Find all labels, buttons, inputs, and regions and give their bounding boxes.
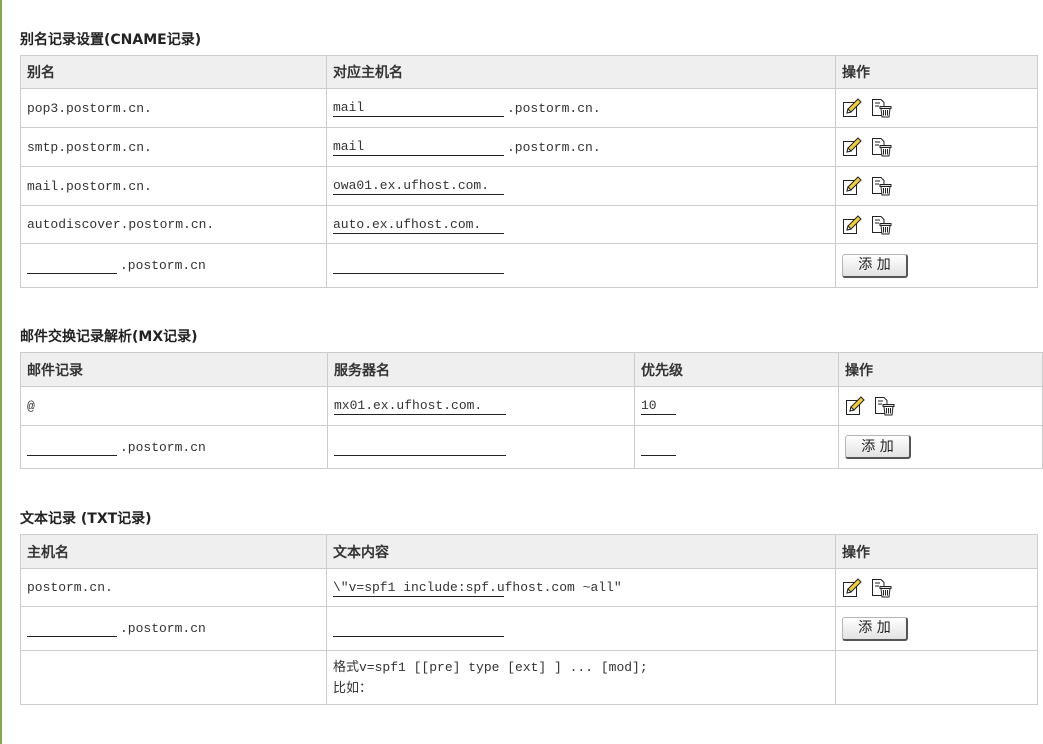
column-header-action: 操作 — [835, 534, 1038, 569]
column-header-action: 操作 — [838, 352, 1043, 387]
column-header-action: 操作 — [835, 55, 1038, 89]
target-value: mail — [333, 99, 504, 117]
target-suffix: .postorm.cn. — [507, 139, 601, 155]
new-content-input[interactable] — [333, 620, 504, 637]
add-mx-button[interactable]: 添 加 — [845, 435, 911, 459]
delete-icon[interactable] — [874, 396, 896, 416]
delete-icon[interactable] — [871, 137, 893, 157]
add-txt-button[interactable]: 添 加 — [842, 616, 908, 641]
edit-icon[interactable] — [842, 137, 862, 157]
column-header-host: 主机名 — [20, 534, 327, 569]
txt-table: 主机名 文本内容 操作 postorm.cn. \"v=spf1 include… — [20, 534, 1038, 705]
delete-icon[interactable] — [871, 176, 893, 196]
new-host-cell: .postorm.cn — [20, 606, 327, 651]
cname-table: 别名 对应主机名 操作 pop3.postorm.cn. mail.postor… — [20, 55, 1038, 288]
table-header-row: 主机名 文本内容 操作 — [20, 534, 1038, 569]
new-alias-input[interactable] — [27, 257, 117, 274]
new-host-input[interactable] — [27, 620, 117, 637]
target-cell: mail.postorm.cn. — [326, 88, 836, 128]
new-target-input[interactable] — [333, 257, 504, 274]
edit-icon[interactable] — [842, 577, 862, 598]
table-row: postorm.cn. \"v=spf1 include:spf.ufhost.… — [20, 568, 1038, 607]
priority-cell: 10 — [634, 386, 839, 426]
new-action-cell: 添 加 — [838, 425, 1043, 469]
hint-empty-cell — [835, 650, 1038, 705]
mx-section-title: 邮件交换记录解析(MX记录) — [20, 329, 198, 345]
target-cell: mail.postorm.cn. — [326, 127, 836, 167]
target-value: auto.ex.ufhost.com. — [333, 216, 504, 234]
target-cell: auto.ex.ufhost.com. — [326, 205, 836, 244]
table-row: autodiscover.postorm.cn. auto.ex.ufhost.… — [20, 205, 1038, 244]
new-record-row: .postorm.cn 添 加 — [20, 243, 1038, 288]
alias-cell: autodiscover.postorm.cn. — [20, 205, 327, 244]
left-border — [0, 0, 2, 744]
action-cell — [835, 88, 1038, 128]
table-header-row: 别名 对应主机名 操作 — [20, 55, 1038, 89]
hint-row: 格式v=spf1 [[pre] type [ext] ] ... [mod]; … — [20, 650, 1038, 705]
action-cell — [835, 568, 1038, 607]
table-row: smtp.postorm.cn. mail.postorm.cn. — [20, 127, 1038, 167]
alias-cell: pop3.postorm.cn. — [20, 88, 327, 128]
action-cell — [838, 386, 1043, 426]
delete-icon[interactable] — [871, 578, 893, 598]
new-alias-cell: .postorm.cn — [20, 243, 327, 288]
spf-example-label: 比如： — [333, 680, 373, 696]
server-cell: mx01.ex.ufhost.com. — [327, 386, 635, 426]
new-record-row: .postorm.cn 添 加 — [20, 606, 1038, 651]
add-cname-button[interactable]: 添 加 — [842, 253, 908, 278]
host-cell: postorm.cn. — [20, 568, 327, 607]
target-cell: owa01.ex.ufhost.com. — [326, 166, 836, 206]
table-row: pop3.postorm.cn. mail.postorm.cn. — [20, 88, 1038, 128]
new-server-cell — [327, 425, 635, 469]
new-action-cell: 添 加 — [835, 606, 1038, 651]
target-value: mail — [333, 138, 504, 156]
alias-cell: smtp.postorm.cn. — [20, 127, 327, 167]
new-content-cell — [326, 606, 836, 651]
edit-icon[interactable] — [845, 396, 865, 416]
action-cell — [835, 127, 1038, 167]
table-row: mail.postorm.cn. owa01.ex.ufhost.com. — [20, 166, 1038, 206]
edit-icon[interactable] — [842, 98, 862, 118]
server-value: mx01.ex.ufhost.com. — [334, 397, 506, 415]
txt-section-title: 文本记录 (TXT记录) — [20, 511, 152, 527]
mx-table: 邮件记录 服务器名 优先级 操作 @ mx01.ex.ufhost.com. 1… — [20, 352, 1043, 469]
column-header-priority: 优先级 — [634, 352, 839, 387]
column-header-content: 文本内容 — [326, 534, 836, 569]
column-header-mail-record: 邮件记录 — [20, 352, 328, 387]
edit-icon[interactable] — [842, 214, 862, 235]
hint-cell: 格式v=spf1 [[pre] type [ext] ] ... [mod]; … — [326, 650, 836, 705]
cname-section-title: 别名记录设置(CNAME记录) — [20, 32, 202, 48]
new-target-cell — [326, 243, 836, 288]
alias-cell: mail.postorm.cn. — [20, 166, 327, 206]
new-server-input[interactable] — [334, 438, 506, 456]
alias-domain-suffix: .postorm.cn — [120, 258, 206, 273]
target-suffix: .postorm.cn. — [507, 100, 601, 116]
target-value: owa01.ex.ufhost.com. — [333, 177, 504, 195]
column-header-alias: 别名 — [20, 55, 327, 89]
new-action-cell: 添 加 — [835, 243, 1038, 288]
hint-empty-cell — [20, 650, 327, 705]
priority-value: 10 — [641, 397, 676, 415]
edit-icon[interactable] — [842, 176, 862, 196]
new-priority-input[interactable] — [641, 438, 676, 456]
column-header-target: 对应主机名 — [326, 55, 836, 89]
column-header-server: 服务器名 — [327, 352, 635, 387]
delete-icon[interactable] — [871, 98, 893, 118]
new-mail-record-cell: .postorm.cn — [20, 425, 328, 469]
mail-record-cell: @ — [20, 386, 328, 426]
action-cell — [835, 205, 1038, 244]
spf-format-hint: 格式v=spf1 [[pre] type [ext] ] ... [mod]; — [333, 659, 648, 675]
new-priority-cell — [634, 425, 839, 469]
delete-icon[interactable] — [871, 215, 893, 235]
content-value: \"v=spf1 include:spf.ufhost.com ~all" — [333, 579, 622, 597]
action-cell — [835, 166, 1038, 206]
host-domain-suffix: .postorm.cn — [120, 621, 206, 636]
new-mail-record-input[interactable] — [27, 438, 117, 456]
new-record-row: .postorm.cn 添 加 — [20, 425, 1043, 469]
table-header-row: 邮件记录 服务器名 优先级 操作 — [20, 352, 1043, 387]
table-row: @ mx01.ex.ufhost.com. 10 — [20, 386, 1043, 426]
mail-record-domain-suffix: .postorm.cn — [120, 439, 206, 455]
content-cell: \"v=spf1 include:spf.ufhost.com ~all" — [326, 568, 836, 607]
